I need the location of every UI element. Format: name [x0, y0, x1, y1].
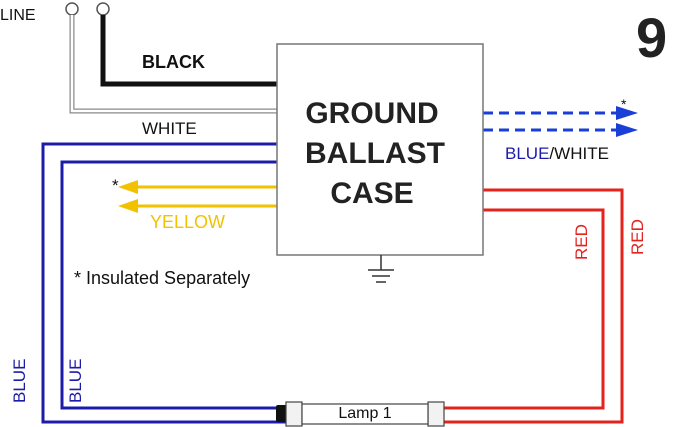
white-label: WHITE — [142, 119, 197, 138]
ballast-box — [276, 43, 484, 256]
red-wire-outer — [440, 188, 624, 424]
red-label-outer: RED — [628, 219, 647, 255]
yellow-label: YELLOW — [150, 212, 225, 232]
blue-label-inner: BLUE — [66, 359, 85, 403]
lamp-cap-right — [427, 401, 445, 427]
insulated-note: * Insulated Separately — [74, 268, 250, 288]
black-wire — [100, 15, 277, 87]
lamp-cap-left — [285, 401, 303, 427]
diagram-number: 9 — [636, 6, 667, 69]
yellow-asterisk: * — [112, 176, 119, 195]
lamp-pin-left — [276, 405, 288, 422]
blue-white-arrow-2-icon — [616, 123, 638, 137]
ballast-line-1: GROUND — [305, 97, 438, 130]
yellow-arrow-1-icon — [118, 180, 138, 194]
blue-label-outer: BLUE — [10, 359, 29, 403]
ballast-line-2: BALLAST — [305, 137, 445, 170]
yellow-arrow-2-icon — [118, 199, 138, 213]
blue-wire-outer — [41, 142, 290, 424]
blue-white-label: BLUE/WHITE — [505, 144, 609, 163]
blue-wire-inner — [60, 160, 290, 410]
black-label: BLACK — [142, 52, 205, 72]
blue-white-label-white: /WHITE — [549, 144, 609, 163]
red-wire-inner — [440, 208, 605, 410]
lamp-label: Lamp 1 — [338, 405, 391, 422]
ballast-line-3: CASE — [330, 177, 413, 210]
lamp: Lamp 1 — [276, 401, 445, 427]
red-label-inner: RED — [572, 224, 591, 260]
blue-white-label-blue: BLUE — [505, 144, 549, 163]
lamp-tube — [301, 403, 429, 425]
line-label: LINE — [0, 7, 36, 24]
blue-white-asterisk: * — [621, 96, 627, 112]
line-terminal-right — [96, 2, 110, 16]
ground-icon — [368, 255, 394, 283]
white-wire-core — [70, 15, 277, 113]
line-terminal-left — [65, 2, 79, 16]
blue-white-arrow-1-icon — [616, 106, 638, 120]
